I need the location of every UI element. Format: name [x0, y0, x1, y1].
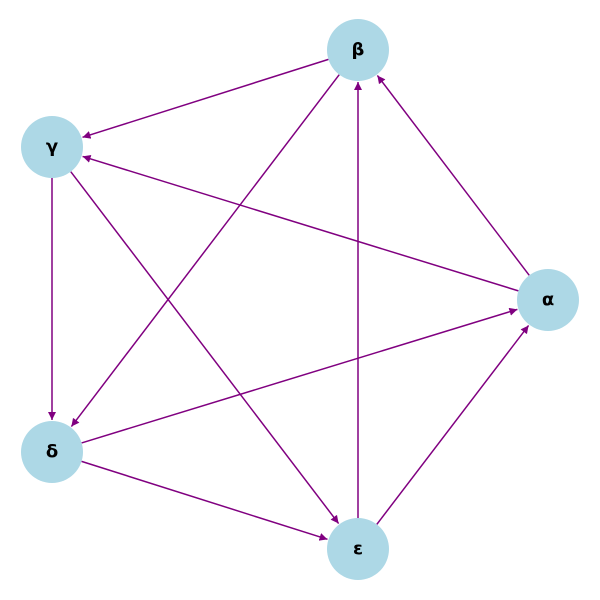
node-alpha: α	[517, 269, 579, 331]
node-epsilon: ε	[327, 518, 389, 580]
edge-epsilon-to-alpha	[376, 324, 530, 525]
edge-gamma-to-epsilon	[70, 171, 340, 524]
edge-beta-to-gamma	[82, 58, 329, 139]
node-gamma: γ	[21, 116, 83, 178]
node-label-gamma: γ	[46, 137, 58, 158]
node-circle-alpha	[517, 269, 579, 331]
node-label-alpha: α	[542, 290, 554, 311]
node-label-beta: β	[352, 40, 365, 61]
edge-delta-to-alpha	[81, 307, 518, 444]
edge-alpha-to-beta	[376, 75, 530, 276]
edge-beta-to-delta	[70, 74, 340, 427]
node-circle-gamma	[21, 116, 83, 178]
node-circle-delta	[21, 421, 83, 483]
node-circle-beta	[327, 19, 389, 81]
edge-delta-to-epsilon	[81, 460, 328, 541]
edges-layer	[48, 58, 530, 541]
node-label-delta: δ	[46, 442, 58, 463]
node-label-epsilon: ε	[353, 539, 363, 560]
node-circle-epsilon	[327, 518, 389, 580]
nodes-layer: α β γ δ ε	[21, 19, 579, 580]
node-delta: δ	[21, 421, 83, 483]
edge-alpha-to-gamma	[82, 154, 519, 292]
node-beta: β	[327, 19, 389, 81]
